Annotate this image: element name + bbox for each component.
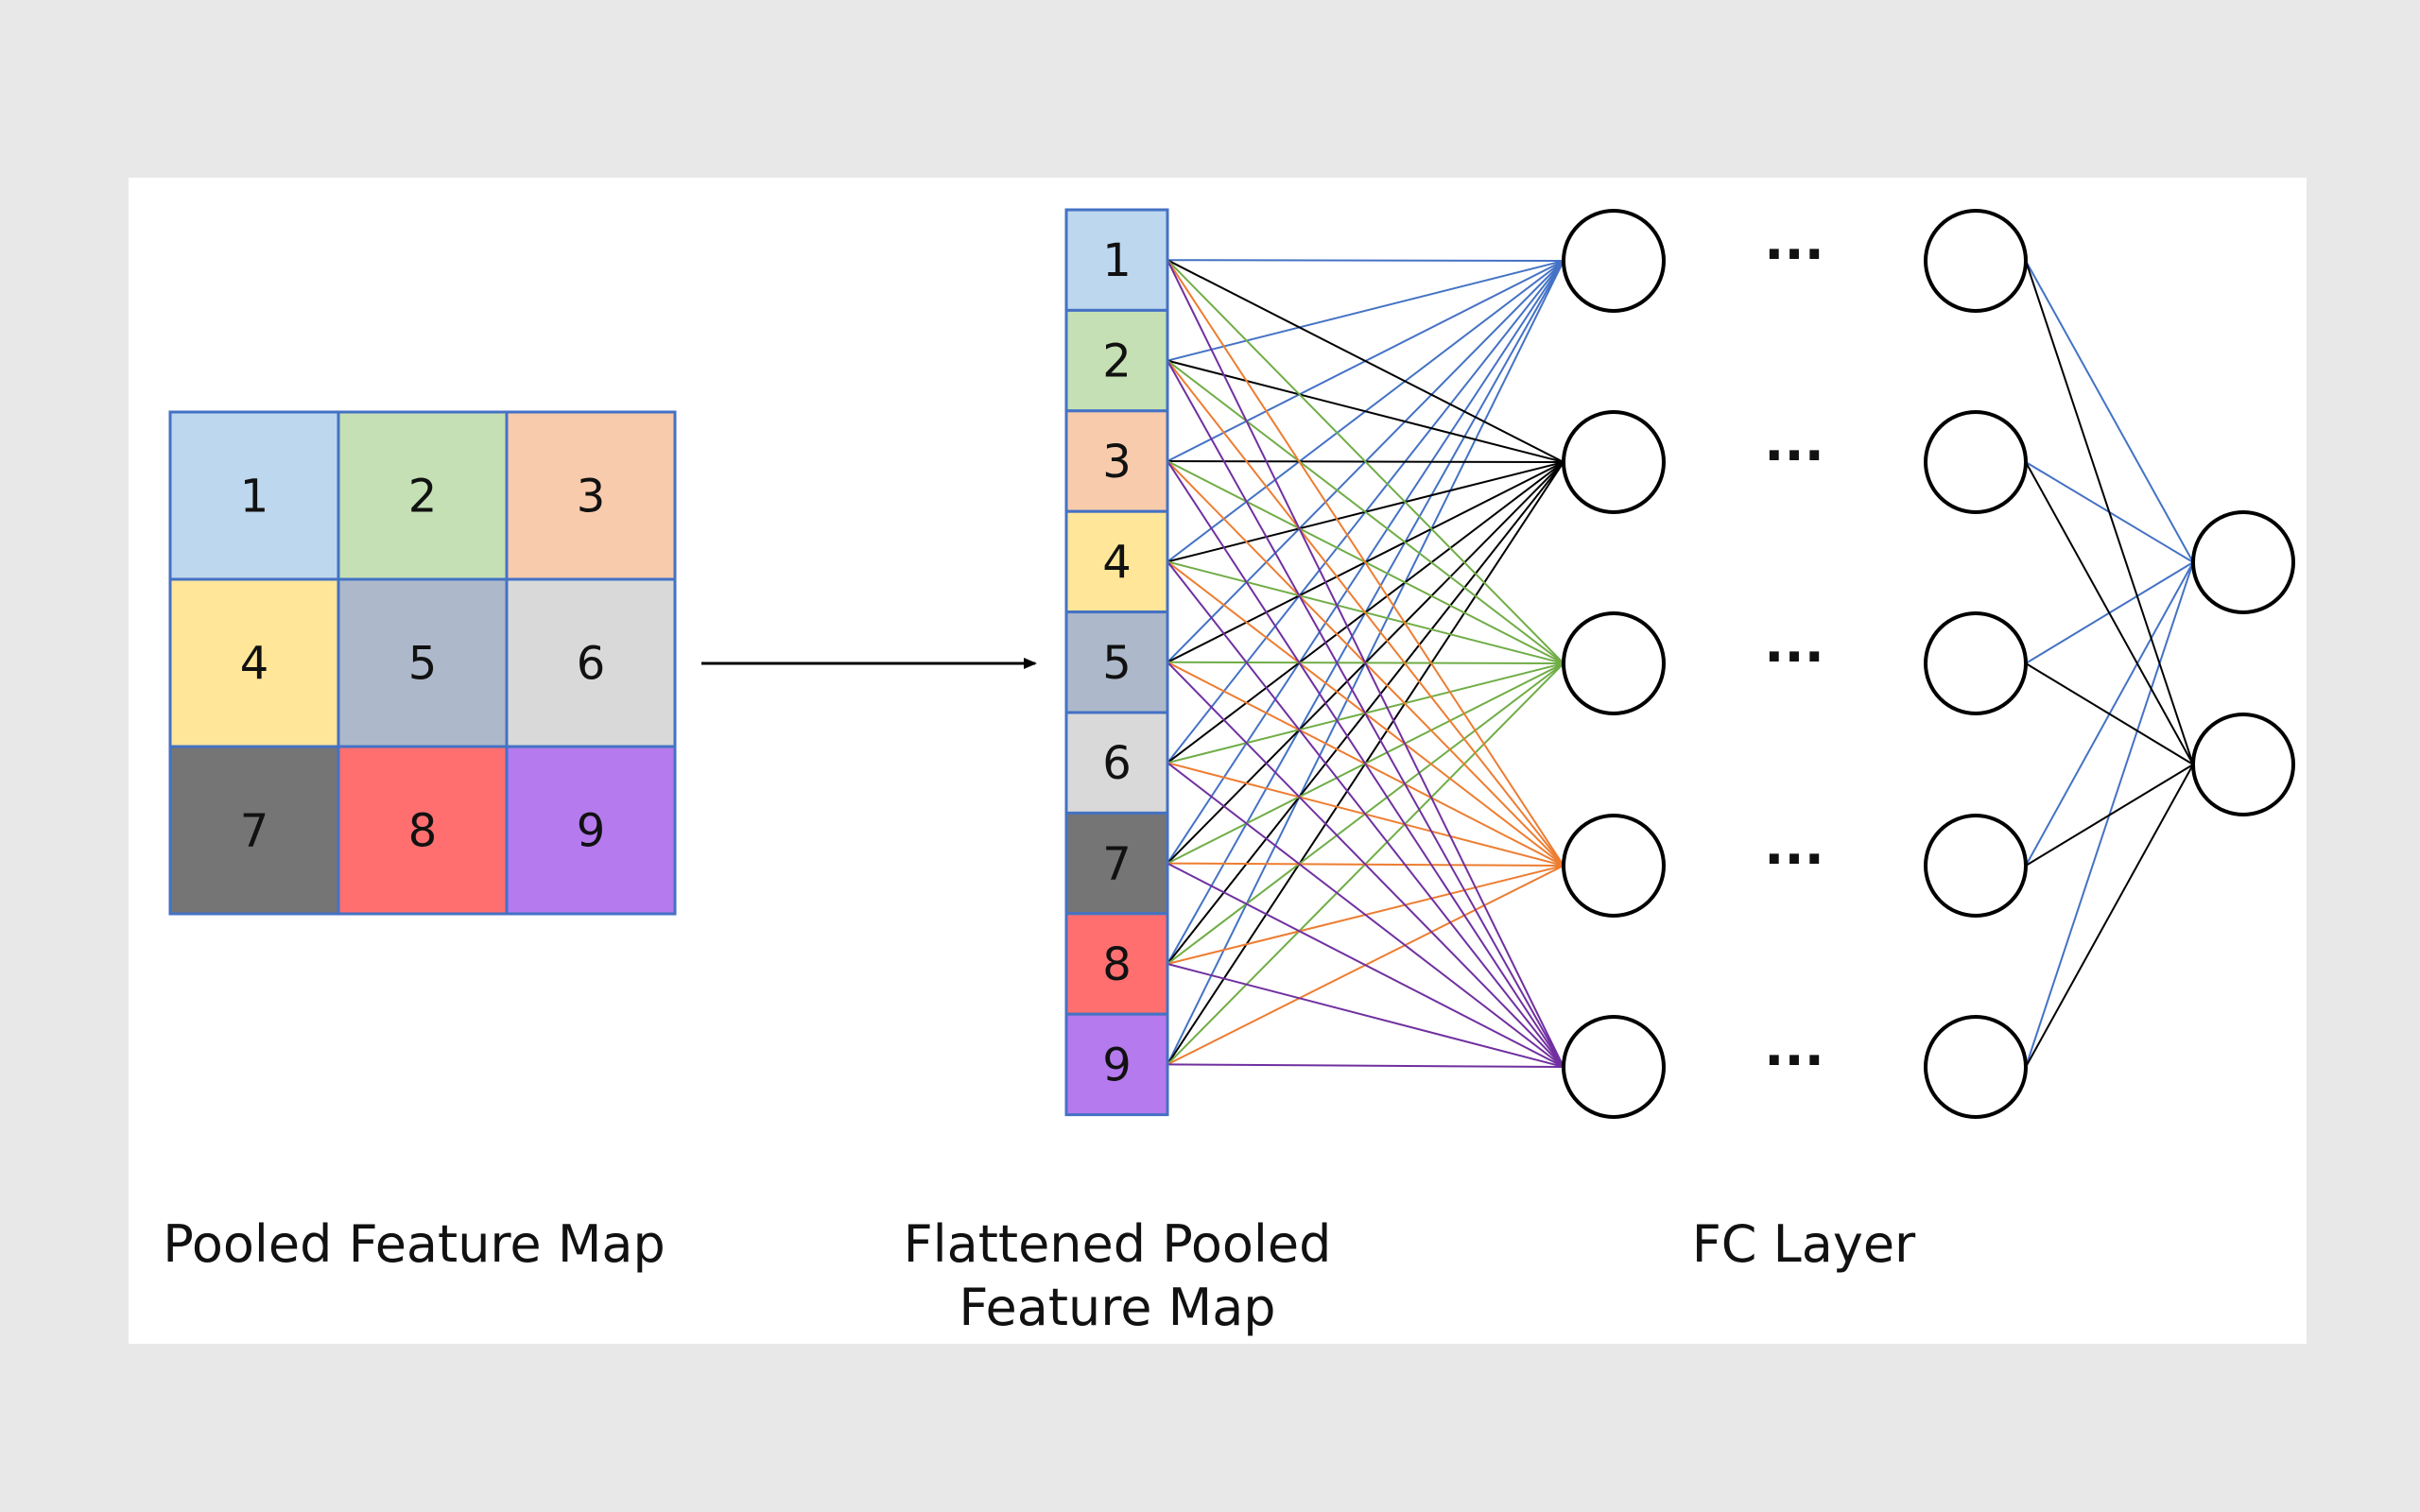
flattened-cell-label-2: 2 bbox=[1102, 335, 1132, 388]
flattened-cell-4 bbox=[1064, 509, 1169, 614]
flattened-label-line2: Feature Map bbox=[959, 1278, 1275, 1337]
edge-fc-1-to-output-1 bbox=[2025, 260, 2194, 563]
grid-cell-label-3: 3 bbox=[577, 471, 606, 524]
grid-cell-4 bbox=[168, 577, 340, 748]
edge-fc-4-to-output-2 bbox=[2025, 764, 2194, 867]
grid-cell-3 bbox=[505, 410, 677, 581]
flattened-cell-label-7: 7 bbox=[1102, 838, 1132, 891]
grid-cell-2 bbox=[337, 410, 509, 581]
fc-layer-label: FC Layer bbox=[1692, 1214, 1916, 1274]
fc-first-node bbox=[1562, 410, 1666, 514]
fc-first-node bbox=[1562, 209, 1666, 313]
flattened-cell-7 bbox=[1064, 811, 1169, 916]
flattened-cell-2 bbox=[1064, 308, 1169, 413]
pooled-feature-map-grid: 1 2 3 4 5 6 7 8 9 bbox=[168, 410, 677, 916]
grid-cell-label-2: 2 bbox=[408, 471, 438, 524]
grid-cell-label-9: 9 bbox=[577, 805, 606, 858]
edge-input-2-to-fc-3 bbox=[1167, 359, 1564, 664]
edge-fc-1-to-output-2 bbox=[2025, 260, 2194, 765]
ellipsis: ··· bbox=[1764, 224, 1824, 285]
edge-input-6-to-fc-5 bbox=[1167, 762, 1564, 1068]
output-node bbox=[2191, 713, 2295, 816]
fc-last-node bbox=[1924, 611, 2028, 715]
edge-input-8-to-fc-5 bbox=[1167, 963, 1564, 1068]
edge-input-1-to-fc-2 bbox=[1167, 259, 1564, 463]
fc-last-node bbox=[1924, 209, 2028, 313]
edge-fc-2-to-output-2 bbox=[2025, 461, 2194, 765]
grid-cell-label-5: 5 bbox=[408, 638, 438, 691]
flattened-cell-label-3: 3 bbox=[1102, 436, 1132, 489]
grid-cell-label-7: 7 bbox=[240, 805, 269, 858]
fc-first-node bbox=[1562, 814, 1666, 918]
grid-cell-label-6: 6 bbox=[577, 638, 606, 691]
edge-input-3-to-fc-5 bbox=[1167, 460, 1564, 1068]
connection-lines bbox=[1167, 259, 2194, 1068]
flattened-cell-label-6: 6 bbox=[1102, 737, 1132, 790]
flattened-cell-3 bbox=[1064, 409, 1169, 513]
fc-first-node bbox=[1562, 611, 1666, 715]
flattened-label-line1: Flattened Pooled bbox=[904, 1214, 1332, 1274]
grid-cell-8 bbox=[337, 745, 509, 916]
fc-last-node bbox=[1924, 814, 2028, 918]
edge-input-2-to-fc-4 bbox=[1167, 359, 1564, 867]
edge-input-1-to-fc-5 bbox=[1167, 259, 1564, 1068]
flattened-cell-label-4: 4 bbox=[1102, 536, 1132, 589]
edge-input-5-to-fc-5 bbox=[1167, 662, 1564, 1068]
edge-fc-3-to-output-2 bbox=[2025, 662, 2194, 765]
edge-input-2-to-fc-1 bbox=[1167, 260, 1564, 362]
flattened-cell-label-8: 8 bbox=[1102, 938, 1132, 991]
output-node bbox=[2191, 510, 2295, 614]
pooled-feature-map-label: Pooled Feature Map bbox=[163, 1214, 666, 1274]
grid-cell-6 bbox=[505, 577, 677, 748]
edge-input-1-to-fc-1 bbox=[1167, 259, 1564, 262]
edge-fc-5-to-output-2 bbox=[2025, 764, 2194, 1068]
flattened-cell-8 bbox=[1064, 912, 1169, 1016]
flattened-cell-label-1: 1 bbox=[1102, 234, 1132, 287]
ellipsis: ··· bbox=[1764, 1030, 1824, 1091]
edge-input-1-to-fc-4 bbox=[1167, 259, 1564, 867]
grid-cell-label-8: 8 bbox=[408, 805, 438, 858]
edge-input-2-to-fc-2 bbox=[1167, 359, 1564, 463]
grid-cell-label-4: 4 bbox=[240, 638, 269, 691]
edge-input-7-to-fc-5 bbox=[1167, 862, 1564, 1068]
fc-last-node bbox=[1924, 410, 2028, 514]
ellipsis: ··· bbox=[1764, 627, 1824, 688]
grid-cell-9 bbox=[505, 745, 677, 916]
flattened-cell-5 bbox=[1064, 610, 1169, 714]
edge-input-2-to-fc-5 bbox=[1167, 360, 1564, 1068]
edge-input-4-to-fc-5 bbox=[1167, 560, 1564, 1068]
fc-first-node bbox=[1562, 1015, 1666, 1119]
grid-cell-5 bbox=[337, 577, 509, 748]
ellipsis: ··· bbox=[1764, 829, 1824, 890]
grid-cell-7 bbox=[168, 745, 340, 916]
fc-last-node bbox=[1924, 1015, 2028, 1119]
flattened-feature-column: 1 2 3 4 5 6 7 8 9 bbox=[1064, 208, 1169, 1117]
grid-cell-label-1: 1 bbox=[240, 471, 269, 524]
fc-layer-nodes: ··· ··· ··· ··· ··· bbox=[1562, 209, 2295, 1119]
flattened-cell-label-9: 9 bbox=[1102, 1039, 1132, 1091]
flattened-cell-9 bbox=[1064, 1012, 1169, 1117]
edge-input-1-to-fc-3 bbox=[1167, 259, 1564, 664]
flattened-cell-6 bbox=[1064, 711, 1169, 815]
ellipsis: ··· bbox=[1764, 425, 1824, 487]
flattened-cell-label-5: 5 bbox=[1102, 637, 1132, 690]
edge-input-9-to-fc-5 bbox=[1167, 1063, 1564, 1068]
